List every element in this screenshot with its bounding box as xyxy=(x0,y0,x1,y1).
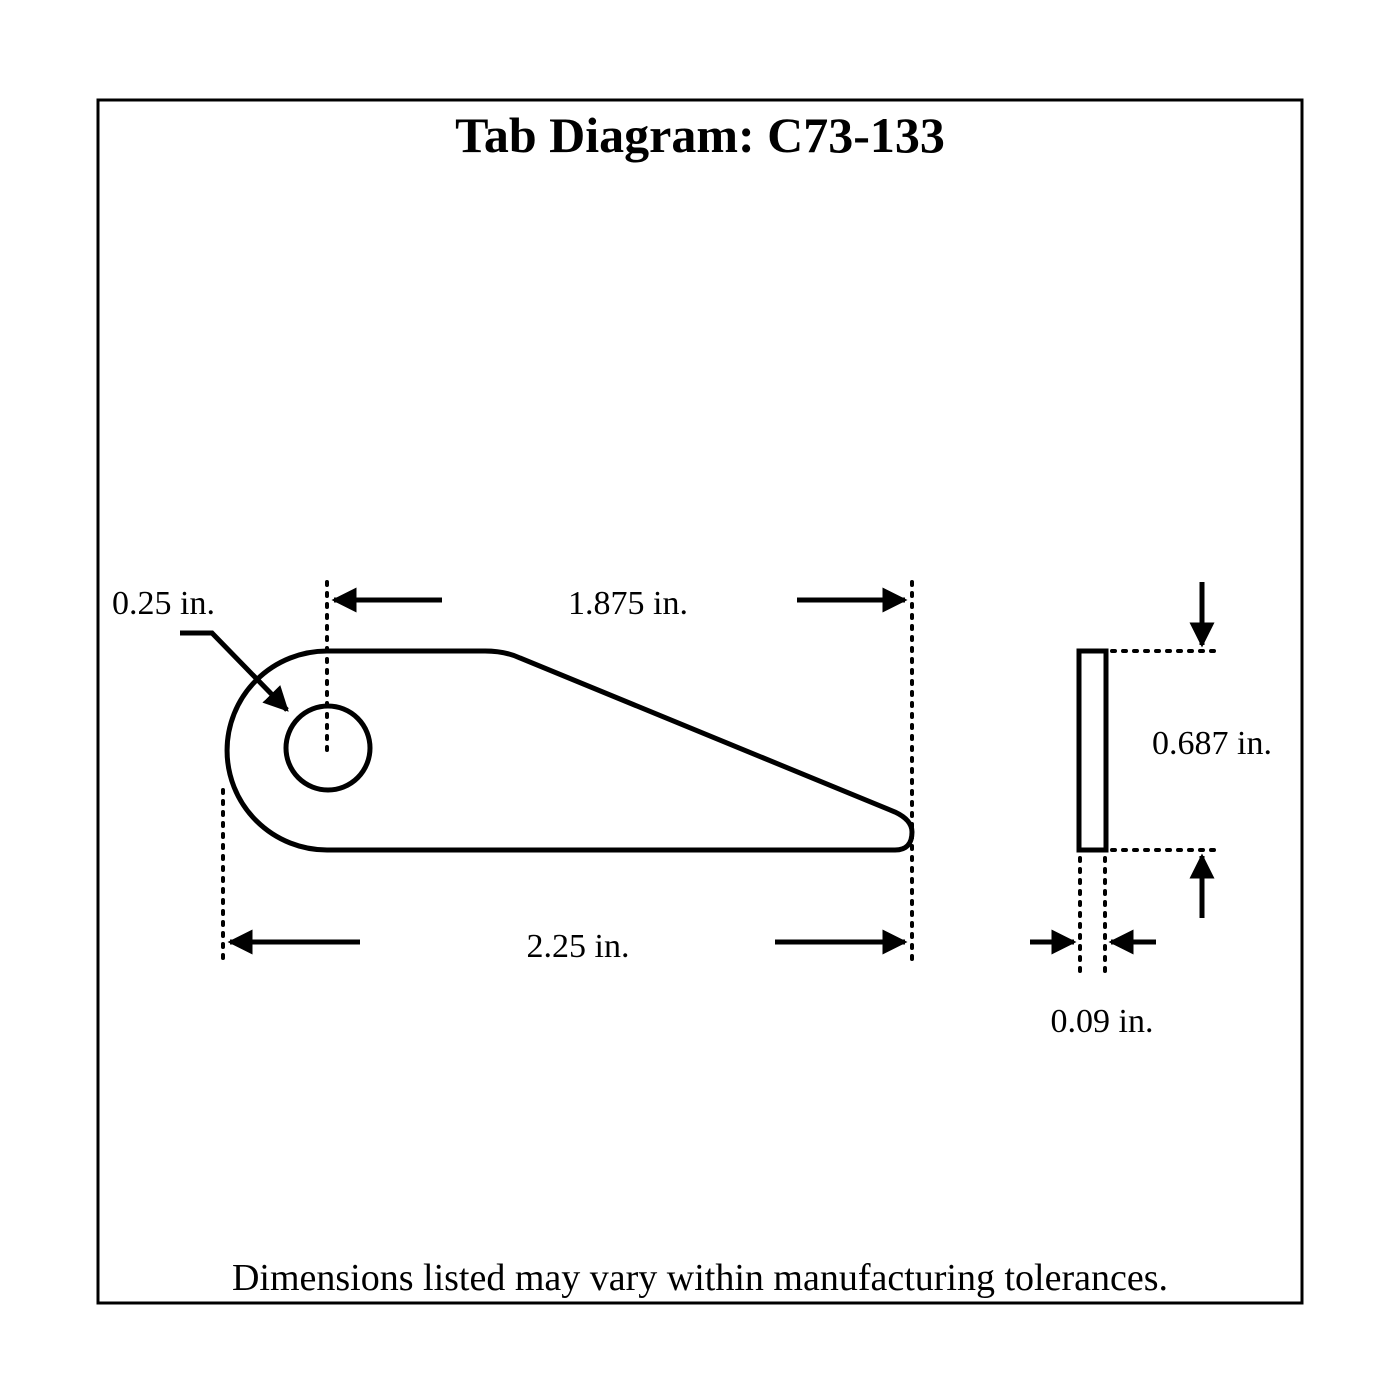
leader-arrow xyxy=(180,630,289,712)
dimension-label-thickness: 0.09 in. xyxy=(1051,1003,1154,1040)
diagram-title: Tab Diagram: C73-133 xyxy=(455,107,945,163)
dimension-label-hole-diameter: 0.25 in. xyxy=(112,585,215,622)
tab-outline xyxy=(224,648,915,853)
dimension-label-overall-length: 2.25 in. xyxy=(527,928,630,965)
tolerance-note: Dimensions listed may vary within manufa… xyxy=(232,1257,1168,1299)
dimension-label-height: 0.687 in. xyxy=(1152,725,1272,762)
frame-border xyxy=(96,98,1304,1305)
dimension-label-hole-to-end: 1.875 in. xyxy=(568,585,688,622)
side-view-outline xyxy=(1076,648,1109,853)
